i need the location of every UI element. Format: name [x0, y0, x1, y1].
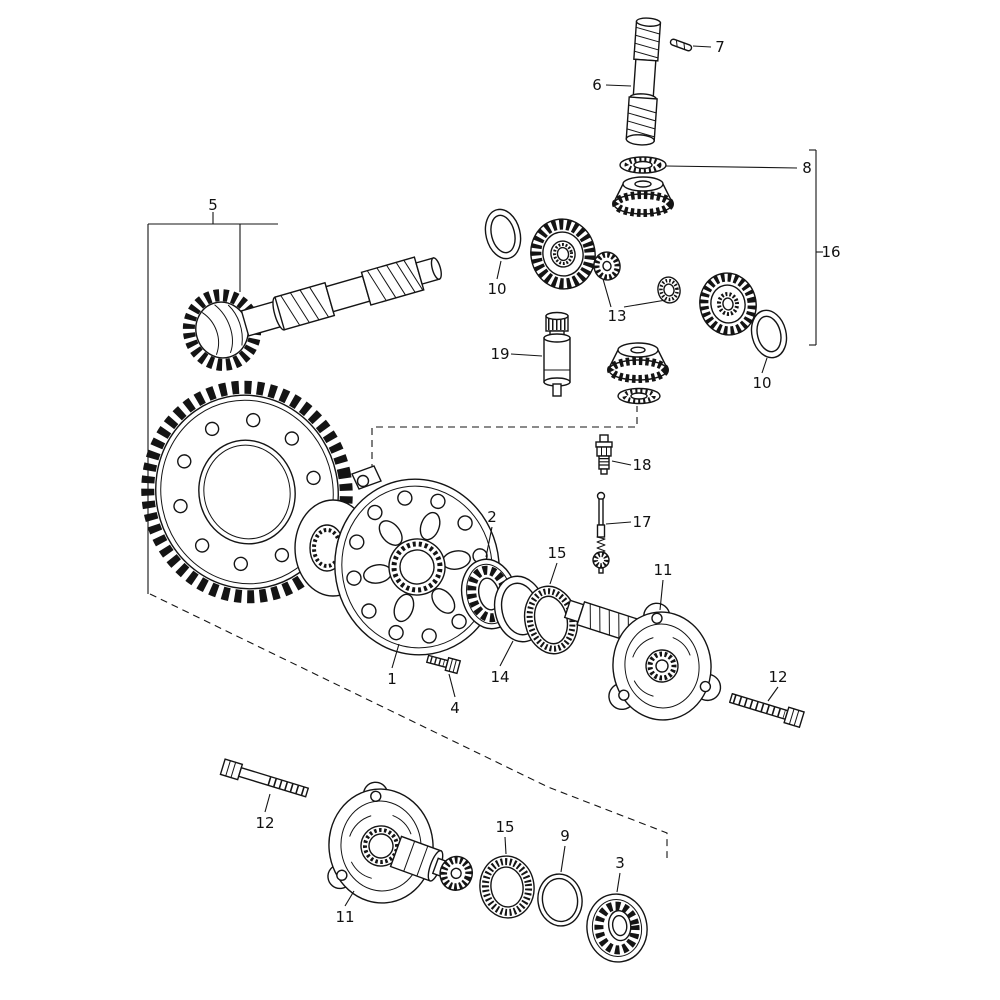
side-cover-11-bottom [327, 781, 441, 904]
callout-leader-1 [391, 643, 400, 669]
callout-leader-2 [485, 526, 493, 558]
callout-label-4: 4 [450, 699, 460, 717]
callout-label-10: 10 [487, 280, 506, 298]
callout-leader-10 [761, 357, 768, 374]
callout-label-6: 6 [592, 76, 602, 94]
bolt-4 [425, 654, 462, 675]
callout-label-16: 16 [821, 243, 840, 261]
bolt-12-right [728, 692, 805, 729]
callout-label-7: 7 [715, 38, 725, 56]
callout-leader-15 [504, 836, 507, 855]
callout-label-12: 12 [768, 668, 787, 686]
callout-leader-6 [605, 84, 632, 87]
taper-bearing-3 [586, 893, 648, 963]
assembly-guide-lines [149, 406, 668, 858]
callout-label-11: 11 [335, 908, 354, 926]
callout-label-15: 15 [495, 818, 514, 836]
callout-leader-7 [692, 45, 712, 48]
callout-label-18: 18 [632, 456, 651, 474]
o-ring-10-left [484, 208, 522, 260]
callout-leader-14 [499, 640, 514, 667]
callout-label-9: 9 [560, 827, 570, 845]
callout-leader-11 [659, 579, 664, 611]
callout-label-10: 10 [752, 374, 771, 392]
thrust-washer-13 [657, 276, 681, 304]
callout-leader-18 [611, 460, 632, 466]
callout-label-12: 12 [255, 814, 274, 832]
callout-leader-8 [665, 165, 798, 169]
callout-label-19: 19 [490, 345, 509, 363]
callout-leader-9 [560, 845, 566, 873]
seal-15-bottom [479, 855, 535, 919]
bolt-12-bottom [219, 758, 310, 798]
locking-sleeve-19 [543, 311, 571, 397]
o-ring-9 [537, 873, 583, 927]
callout-leader-12 [767, 686, 779, 702]
o-ring-10-right [750, 309, 788, 359]
spider-bevel-gear-lower [607, 342, 669, 383]
callout-leader-17 [605, 521, 632, 525]
callout-leader-13 [623, 299, 667, 308]
callout-leader-11 [344, 890, 355, 907]
side-cover-11-right [608, 602, 722, 721]
callout-leader-12 [264, 793, 271, 813]
callout-label-3: 3 [615, 854, 625, 872]
callout-label-2: 2 [487, 508, 497, 526]
callout-leader-3 [616, 872, 621, 893]
pinion-shaft-6 [625, 17, 662, 146]
differential-pinion-13 [593, 251, 621, 281]
callout-leader-13 [602, 278, 612, 308]
shim-washer-8 [619, 156, 667, 174]
callout-leader-19 [510, 353, 543, 357]
breather-fitting-18 [595, 434, 613, 475]
callout-label-8: 8 [802, 159, 812, 177]
speedometer-drive-shaft-17 [592, 491, 610, 574]
callout-label-5: 5 [208, 196, 218, 214]
side-gear-left [530, 218, 596, 290]
side-gear-right [699, 272, 757, 336]
spider-bevel-gear-upper [612, 176, 674, 217]
cover-hub-splined-stub [389, 835, 473, 891]
callout-leader-15 [549, 562, 558, 585]
callout-label-17: 17 [632, 513, 651, 531]
differential-case-1 [294, 465, 500, 656]
drive-pinion-5 [182, 256, 442, 371]
thrust-washer-lower [617, 387, 661, 405]
callout-leader-4 [448, 673, 456, 698]
callout-leader-10 [496, 260, 502, 280]
callout-label-1: 1 [387, 670, 397, 688]
roll-pin-7 [669, 38, 693, 52]
callout-label-15: 15 [547, 544, 566, 562]
callout-label-13: 13 [607, 307, 626, 325]
callout-label-14: 14 [490, 668, 509, 686]
callout-label-11: 11 [653, 561, 672, 579]
